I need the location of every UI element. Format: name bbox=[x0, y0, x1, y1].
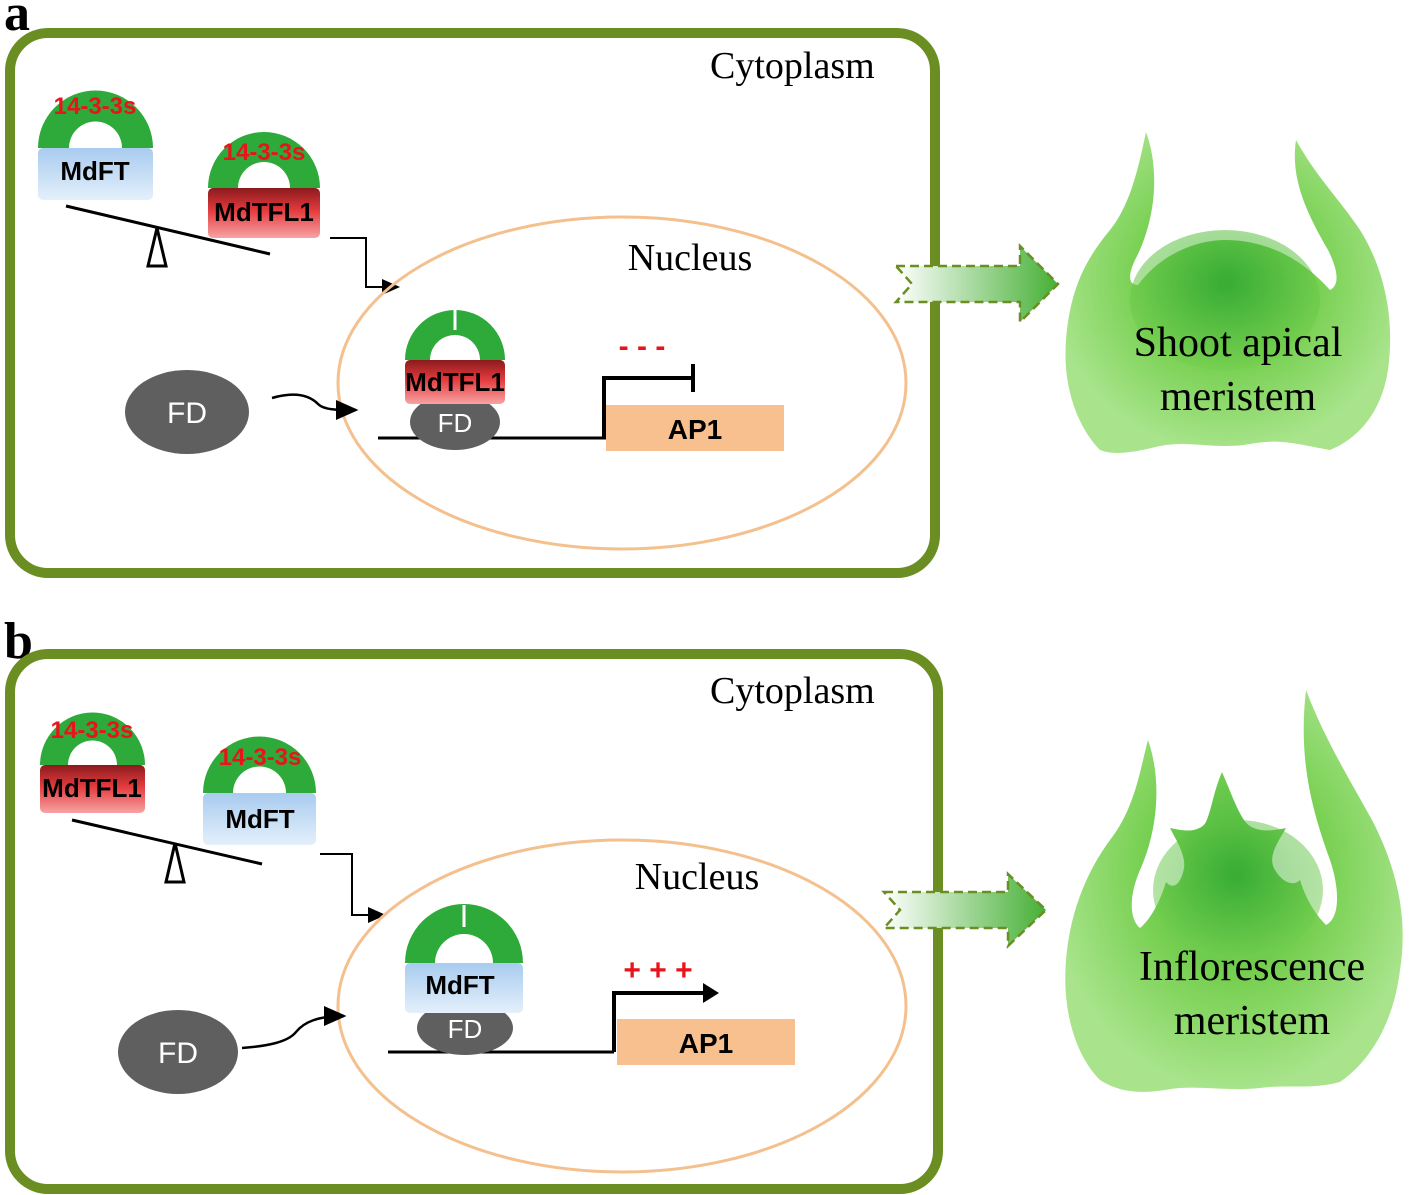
nucleus-label-b: Nucleus bbox=[635, 856, 760, 898]
output-arrow-a bbox=[893, 242, 1060, 326]
nuclear-adaptor-arch-b bbox=[405, 904, 523, 963]
adaptor-label-b1: 14-3-3s bbox=[51, 717, 134, 744]
protein-label-b2: MdFT bbox=[225, 804, 294, 834]
ap1-gene-b bbox=[617, 1019, 795, 1065]
output-arrow-b bbox=[881, 871, 1048, 949]
complex-heavy-b: 14-3-3s MdFT bbox=[203, 736, 316, 845]
adaptor-label-b2: 14-3-3s bbox=[219, 744, 302, 771]
adaptor-label-a1: 14-3-3s bbox=[54, 93, 137, 120]
free-fd-b bbox=[118, 1010, 238, 1094]
meristem-core-b bbox=[1153, 820, 1323, 960]
nuclear-protein-label-b: MdFT bbox=[425, 970, 494, 1000]
cytoplasm-label-b: Cytoplasm bbox=[710, 670, 875, 712]
nuclear-fd-a bbox=[410, 394, 500, 450]
nucleus-a bbox=[336, 215, 908, 551]
seesaw-fulcrum-b bbox=[164, 842, 186, 884]
nuclear-adaptor-arch-a bbox=[405, 310, 505, 360]
mdft-box-a bbox=[38, 148, 153, 200]
seesaw-beam-b bbox=[71, 818, 263, 866]
meristem-dome-a bbox=[1130, 230, 1320, 370]
complex-light-b: 14-3-3s MdTFL1 bbox=[40, 712, 145, 813]
nuclear-fd-b bbox=[417, 1001, 513, 1055]
repressed-promoter-a bbox=[602, 376, 693, 438]
meristem-label-b1: Inflorescence bbox=[1139, 944, 1365, 990]
adaptor-arch-a2 bbox=[208, 132, 320, 188]
fd-import-arrow-a bbox=[271, 393, 359, 420]
adaptor-arch-a1 bbox=[38, 90, 153, 148]
regulation-sign-b: + + + bbox=[623, 954, 692, 987]
mdtfl1-box-a bbox=[208, 188, 320, 238]
free-fd-a bbox=[125, 370, 249, 454]
import-arrow-b bbox=[320, 853, 386, 923]
nuclear-protein-label-a: MdTFL1 bbox=[405, 367, 505, 397]
adaptor-arch-b2 bbox=[203, 736, 316, 793]
fd-import-arrow-b bbox=[241, 1006, 347, 1050]
mdtfl1-box-b bbox=[40, 765, 145, 813]
protein-label-a1: MdFT bbox=[60, 156, 129, 186]
nuclear-mdtfl1-box-a bbox=[405, 360, 505, 404]
adaptor-arch-b1 bbox=[40, 712, 145, 765]
nuclear-mdft-box-b bbox=[405, 963, 523, 1013]
free-fd-label-b: FD bbox=[158, 1037, 198, 1070]
mdft-box-b bbox=[203, 793, 316, 845]
inflorescence-meristem: Inflorescence meristem bbox=[1065, 690, 1403, 1092]
nuclear-fd-label-a: FD bbox=[438, 408, 473, 438]
nuclear-fd-label-b: FD bbox=[448, 1014, 483, 1044]
activation-arrowhead-b bbox=[703, 983, 719, 1003]
regulation-sign-a: - - - bbox=[619, 330, 666, 363]
ap1-label-b: AP1 bbox=[679, 1028, 733, 1059]
cytoplasm-label-a: Cytoplasm bbox=[710, 45, 875, 87]
ap1-gene-a bbox=[606, 405, 784, 451]
ap1-label-a: AP1 bbox=[668, 414, 722, 445]
seesaw-beam-a bbox=[65, 204, 271, 256]
meristem-label-a1: Shoot apical bbox=[1134, 320, 1343, 366]
cell-wall-a bbox=[5, 28, 940, 578]
complex-light-a: 14-3-3s MdFT bbox=[38, 90, 153, 200]
protein-label-a2: MdTFL1 bbox=[214, 197, 314, 227]
complex-heavy-a: 14-3-3s MdTFL1 bbox=[208, 132, 320, 238]
seesaw-fulcrum-a bbox=[146, 227, 168, 268]
nucleus-label-a: Nucleus bbox=[628, 237, 753, 279]
shoot-apical-meristem: Shoot apical meristem bbox=[1065, 132, 1391, 453]
nucleus-b bbox=[336, 838, 908, 1174]
adaptor-label-a2: 14-3-3s bbox=[223, 139, 306, 166]
import-arrow-a bbox=[330, 237, 400, 295]
panel-a: a Cytoplasm 14-3-3s MdFT 14-3-3s MdTFL1 … bbox=[4, 0, 1391, 578]
meristem-label-b2: meristem bbox=[1174, 998, 1331, 1044]
meristem-label-a2: meristem bbox=[1160, 374, 1317, 420]
free-fd-label-a: FD bbox=[167, 397, 207, 430]
protein-label-b1: MdTFL1 bbox=[42, 773, 142, 803]
active-promoter-b bbox=[612, 991, 706, 1052]
panel-b: b Cytoplasm 14-3-3s MdTFL1 14-3-3s MdFT … bbox=[4, 613, 1403, 1194]
